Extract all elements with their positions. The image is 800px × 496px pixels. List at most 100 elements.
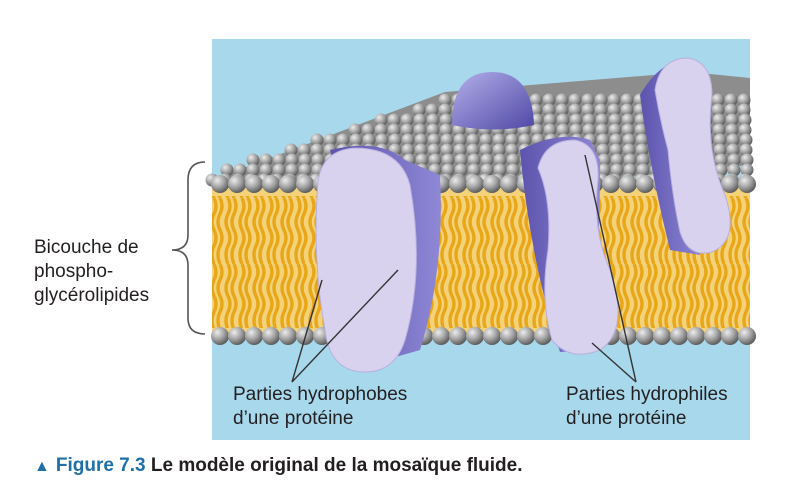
lipid-head: [480, 163, 494, 177]
lipid-head: [594, 93, 608, 107]
lipid-head: [595, 113, 609, 127]
lipid-head: [607, 93, 621, 107]
lipid-head: [555, 103, 569, 117]
lipid-head: [285, 153, 299, 167]
lipid-head: [724, 93, 738, 107]
lipid-head: [493, 163, 507, 177]
lipid-head: [500, 175, 518, 193]
lipid-head: [556, 123, 570, 137]
bilayer-label-line-3: glycérolipides: [34, 285, 150, 306]
lipid-head: [439, 123, 453, 137]
lipid-head: [506, 163, 520, 177]
hydrophobic-label: Parties hydrophobes d’une protéine: [233, 383, 473, 431]
caption-title: Le modèle original de la mosaïque fluide…: [150, 455, 523, 476]
lipid-head: [724, 103, 738, 117]
lipid-head: [439, 113, 453, 127]
lipid-head: [362, 133, 376, 147]
lipid-head: [568, 93, 582, 107]
lipid-head: [534, 327, 552, 345]
lipid-head: [211, 175, 229, 193]
lipid-head: [609, 133, 623, 147]
lipid-head: [425, 103, 439, 117]
lipid-head: [713, 133, 727, 147]
lipid-head: [635, 133, 649, 147]
lipid-head: [262, 175, 280, 193]
lipid-head: [284, 143, 298, 157]
lipid-head: [712, 123, 726, 137]
hydrophilic-label-line-2: d’une protéine: [566, 408, 687, 429]
lipid-head: [582, 123, 596, 137]
lipid-head: [285, 163, 299, 177]
lipid-head: [517, 327, 535, 345]
lipid-head: [610, 163, 624, 177]
lipid-head: [714, 163, 728, 177]
lipid-head: [438, 103, 452, 117]
lipid-head: [737, 93, 751, 107]
lipid-head: [361, 123, 375, 137]
hydrophobic-label-line-2: d’une protéine: [233, 408, 354, 429]
lipid-head: [438, 93, 452, 107]
lipid-head: [323, 133, 337, 147]
lipid-head: [310, 143, 324, 157]
lipid-head: [740, 153, 754, 167]
figure-number: Figure 7.3: [55, 455, 146, 476]
lipid-head: [388, 133, 402, 147]
hydrophilic-leader-lines: [584, 154, 637, 383]
lipid-head: [621, 123, 635, 137]
lipid-head: [609, 143, 623, 157]
lipid-head: [245, 327, 263, 345]
lipid-head: [619, 175, 637, 193]
lipid-head: [581, 93, 595, 107]
lipid-head: [432, 327, 450, 345]
lipid-head: [466, 327, 484, 345]
lipid-head: [336, 133, 350, 147]
hydrophobic-label-line-1: Parties hydrophobes: [233, 384, 408, 405]
lipid-head: [726, 143, 740, 157]
lipid-head: [738, 123, 752, 137]
peripheral-protein-dome: [452, 72, 534, 130]
lipid-head: [623, 153, 637, 167]
lipid-head: [737, 103, 751, 117]
lipid-head: [500, 327, 518, 345]
lipid-head: [466, 175, 484, 193]
lipid-head: [635, 143, 649, 157]
lipid-head: [738, 113, 752, 127]
lipid-head: [220, 163, 234, 177]
lipid-head: [595, 123, 609, 137]
lipid-head: [530, 123, 544, 137]
lipid-head: [687, 327, 705, 345]
lipid-head: [738, 175, 756, 193]
lipid-head: [602, 175, 620, 193]
lipid-head: [543, 113, 557, 127]
lipid-head: [582, 113, 596, 127]
bilayer-label-line-2: phospho-: [34, 261, 114, 282]
lipid-head: [619, 327, 637, 345]
lipid-head: [506, 153, 520, 167]
lipid-head: [505, 133, 519, 147]
lipid-head: [636, 327, 654, 345]
lipid-head: [428, 153, 442, 167]
lipid-head: [245, 175, 263, 193]
lipid-head: [259, 153, 273, 167]
lipid-head: [441, 163, 455, 177]
lipid-head: [727, 153, 741, 167]
lipid-head: [636, 153, 650, 167]
lipid-head: [555, 93, 569, 107]
lipid-head: [610, 153, 624, 167]
lipid-head: [569, 123, 583, 137]
lipid-head: [607, 103, 621, 117]
lipid-head: [279, 175, 297, 193]
lipid-head: [479, 133, 493, 147]
lipid-head: [415, 153, 429, 167]
lipid-head: [492, 133, 506, 147]
lipid-head: [556, 113, 570, 127]
lipid-head: [441, 153, 455, 167]
lipid-head: [623, 163, 637, 177]
lipid-head: [296, 175, 314, 193]
lipid-head: [211, 327, 229, 345]
lipid-head: [740, 163, 754, 177]
lipid-head: [449, 327, 467, 345]
lipid-head: [401, 133, 415, 147]
figure-caption: ▲Figure 7.3 Le modèle original de la mos…: [34, 455, 523, 477]
lipid-head: [636, 175, 654, 193]
